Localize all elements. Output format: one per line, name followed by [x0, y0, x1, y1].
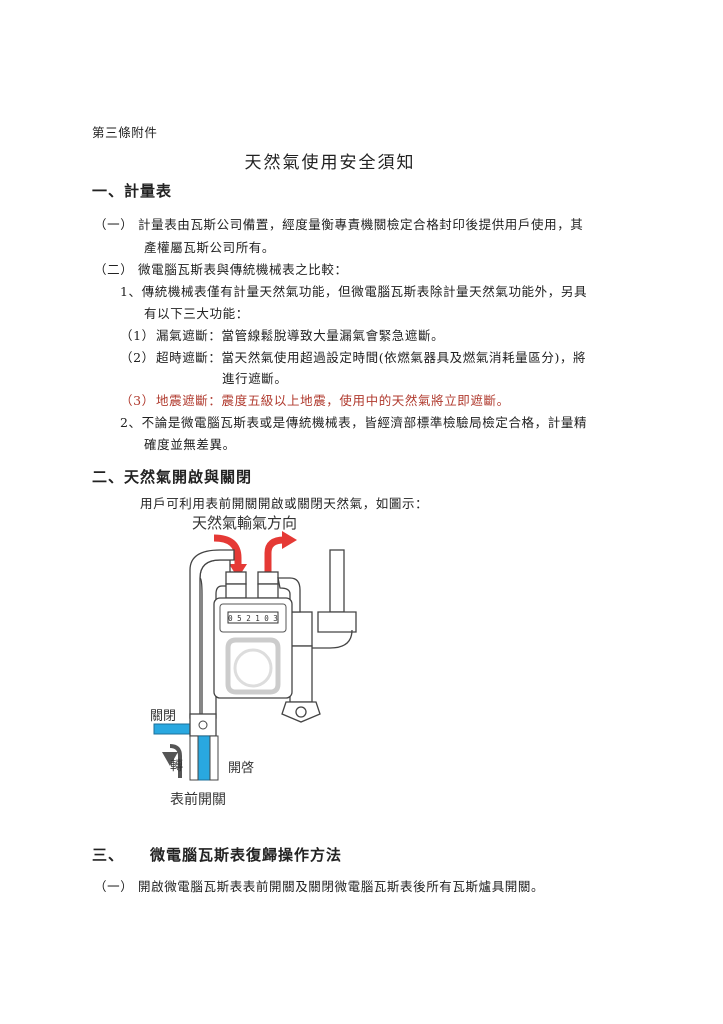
- outlet-drop-pipe: [281, 645, 321, 723]
- section1-heading: 一、計量表: [92, 182, 173, 200]
- valve-handle: [153, 713, 219, 781]
- section3-heading: 微電腦瓦斯表復歸操作方法: [150, 846, 343, 864]
- sec1-item2-number: （二）: [94, 262, 134, 277]
- sec1-sub1-line1: 1、傳統機械表僅有計量天然氣功能，但微電腦瓦斯表除計量天然氣功能外，另具: [120, 284, 588, 299]
- outlet-connector: [257, 571, 301, 613]
- sec2-intro: 用戶可利用表前開關開啟或關閉天然氣，如圖示：: [140, 496, 429, 511]
- gas-meter-body: 0 5 2 1 0 3: [213, 597, 293, 699]
- sec1-item1-number: （一）: [94, 217, 134, 232]
- annex-label: 第三條附件: [92, 125, 158, 140]
- sec3-item1-number: （一）: [94, 879, 134, 894]
- valve-label: 表前開關: [170, 791, 226, 808]
- close-label: 關閉: [150, 709, 176, 724]
- function3-number: （3）: [120, 393, 155, 408]
- outlet-pipe: [289, 549, 357, 649]
- rotate-arrow-icon: [162, 744, 182, 778]
- function2-line2: 進行遮斷。: [222, 371, 288, 386]
- section2-heading: 二、天然氣開啟與關閉: [92, 468, 253, 486]
- function1-text: 漏氣遮斷：當管線鬆脫導致大量漏氣會緊急遮斷。: [156, 328, 445, 343]
- sec1-item1-line2: 產權屬瓦斯公司所有。: [144, 240, 276, 255]
- sec3-item1-text: 開啟微電腦瓦斯表表前開關及關閉微電腦瓦斯表後所有瓦斯爐具開關。: [138, 879, 545, 894]
- function1-number: （1）: [120, 328, 155, 343]
- document-title: 天然氣使用安全須知: [244, 153, 416, 173]
- function2-number: （2）: [120, 350, 155, 365]
- open-label: 開啓: [228, 761, 254, 776]
- outflow-arrow-icon: [264, 531, 297, 578]
- sec1-item1-line1: 計量表由瓦斯公司備置，經度量衡專責機關檢定合格封印後提供用戶使用，其: [138, 217, 584, 232]
- function2-line1: 超時遮斷：當天然氣使用超過設定時間(依燃氣器具及燃氣消耗量區分)，將: [156, 350, 587, 365]
- turn-label: 轉: [170, 759, 183, 774]
- sec1-sub2-line2: 確度並無差異。: [144, 437, 236, 452]
- meter-reading: 0 5 2 1 0 3: [228, 614, 278, 623]
- flow-direction-label: 天然氣輸氣方向: [192, 514, 297, 532]
- function3-text: 地震遮斷：震度五級以上地震，使用中的天然氣將立即遮斷。: [156, 393, 510, 408]
- sec1-sub2-line1: 2、不論是微電腦瓦斯表或是傳統機械表，皆經濟部標準檢驗局檢定合格，計量精: [120, 415, 588, 430]
- section3-number: 三、: [92, 846, 125, 864]
- sec1-sub1-line2: 有以下三大功能：: [144, 306, 249, 321]
- gas-meter-diagram: 天然氣輸氣方向 0 5 2 1 0 3: [150, 514, 357, 808]
- inflow-arrow-icon: [213, 534, 247, 578]
- sec1-item2-text: 微電腦瓦斯表與傳統機械表之比較：: [138, 262, 348, 277]
